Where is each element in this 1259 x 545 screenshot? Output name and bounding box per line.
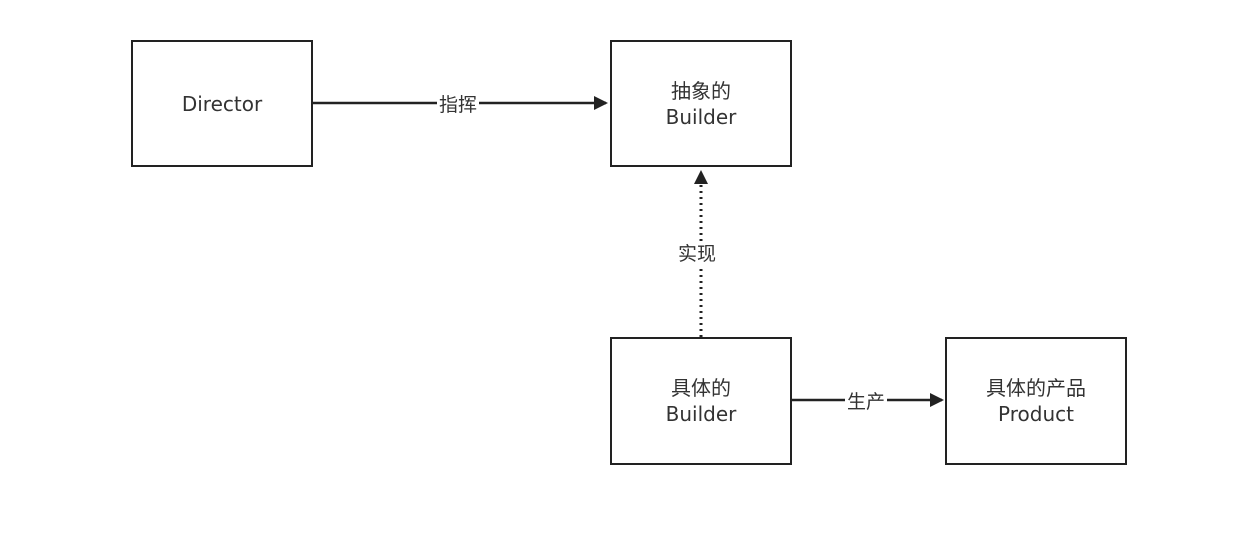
- node-director-line-1: Director: [181, 91, 263, 116]
- node-abstract-builder-line-1: 抽象的: [671, 78, 731, 103]
- node-product-line-2: Product: [998, 402, 1074, 426]
- node-concrete-builder[interactable]: 具体的 Builder: [610, 337, 792, 465]
- edge-implement-label: 实现: [676, 242, 719, 266]
- node-concrete-builder-line-1: 具体的: [671, 376, 731, 400]
- node-concrete-builder-line-2: Builder: [665, 402, 737, 426]
- node-director[interactable]: Director: [131, 40, 313, 167]
- node-product[interactable]: 具体的产品 Product: [945, 337, 1127, 465]
- node-abstract-builder-line-2: Builder: [665, 104, 737, 129]
- node-product-line-1: 具体的产品: [986, 376, 1086, 400]
- edge-produce-label: 生产: [845, 390, 888, 414]
- edge-direct-label: 指挥: [437, 93, 480, 117]
- node-abstract-builder[interactable]: 抽象的 Builder: [610, 40, 792, 167]
